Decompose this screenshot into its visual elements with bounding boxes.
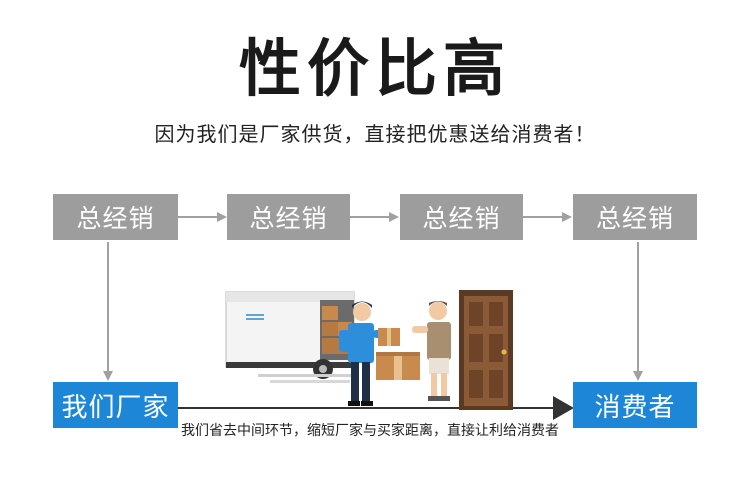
delivery-truck-icon: [225, 291, 355, 383]
distributor-box-3: 总经销: [400, 194, 523, 240]
distributor-box-2: 总经销: [227, 194, 350, 240]
door-icon: [459, 290, 513, 410]
page-title: 性价比高: [238, 32, 511, 105]
customer-icon: [412, 301, 451, 401]
flow-caption: 我们省去中间环节，缩短厂家与买家距离，直接让利给消费者: [181, 423, 559, 439]
page-subtitle: 因为我们是厂家供货，直接把优惠送给消费者！: [154, 122, 596, 146]
courier-icon: [339, 301, 387, 406]
distributor-box-4: 总经销: [573, 194, 697, 240]
consumer-box: 消费者: [573, 382, 697, 428]
distributor-box-1: 总经销: [53, 194, 178, 240]
factory-box: 我们厂家: [53, 382, 178, 428]
package-boxes-icon: [376, 328, 420, 380]
direct-arrow-head: [553, 396, 574, 420]
